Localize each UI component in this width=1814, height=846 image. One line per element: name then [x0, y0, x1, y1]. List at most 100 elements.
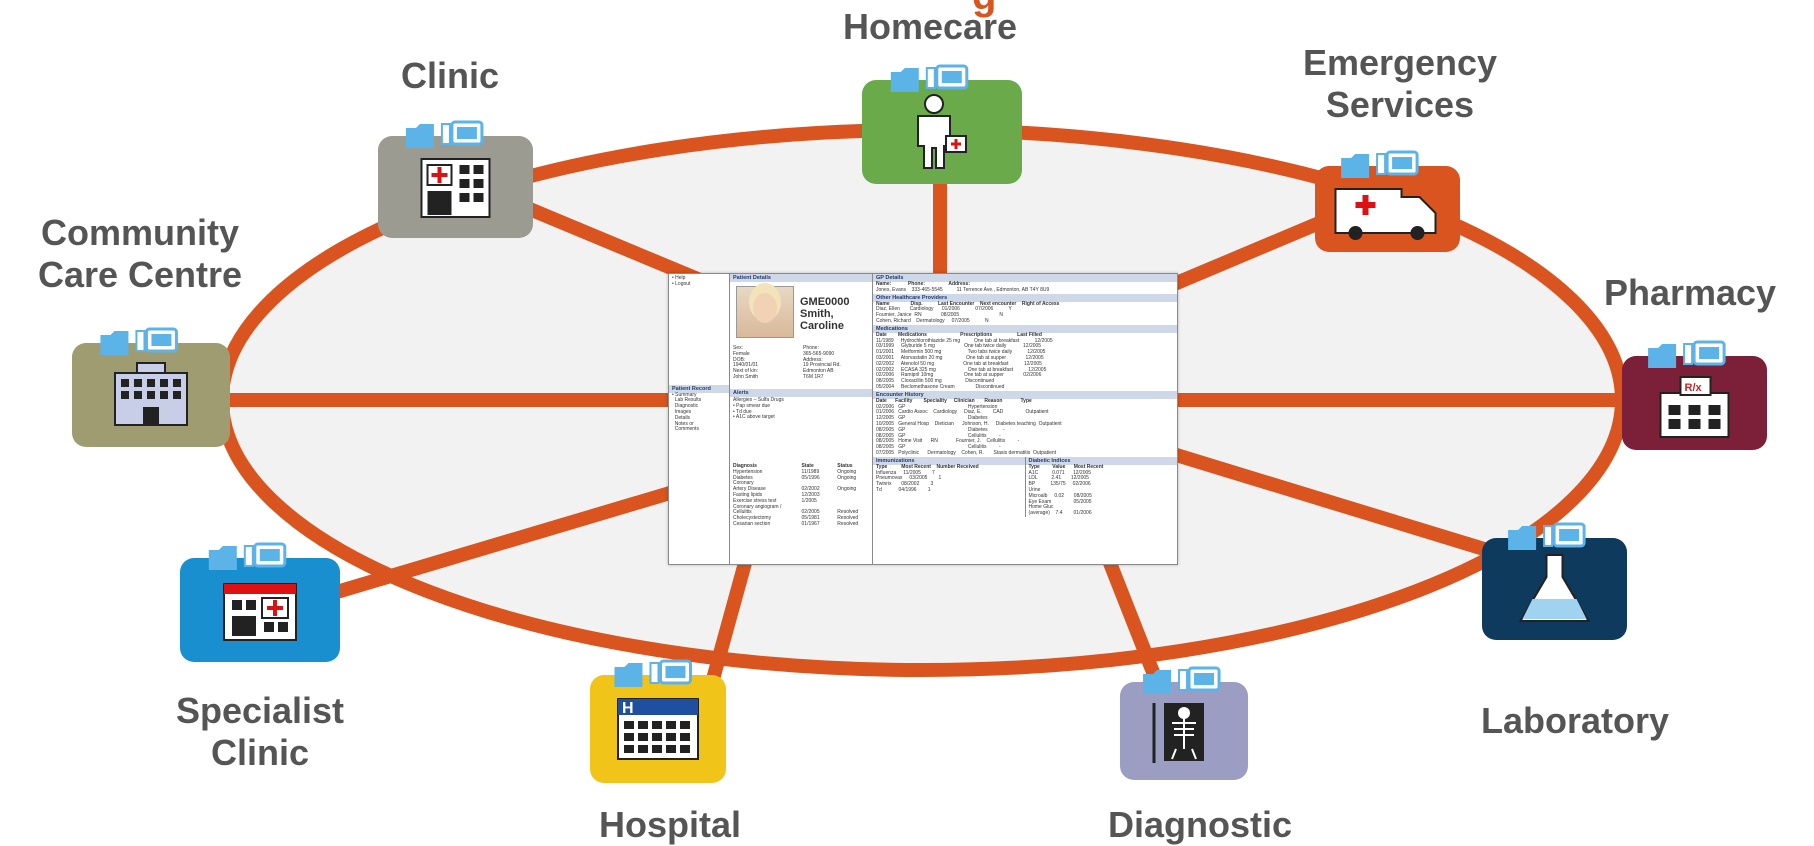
monitor-screen — [1699, 347, 1720, 359]
monitor-screen — [1194, 673, 1215, 685]
diagnosis-cell: 02/2005 — [801, 509, 820, 516]
diagnosis-cell: State — [801, 463, 814, 469]
demographic-line: Next of kin: — [733, 368, 759, 375]
folder-icon — [100, 331, 129, 355]
diabetic-row: Home Gluc — [1028, 504, 1054, 511]
diabetic-row: Microalb 0.02 08/2005 — [1028, 492, 1092, 499]
medication-row: 02/2002 Atenolol 50 mg One tab at breakf… — [876, 360, 1042, 367]
diagnosis-cell: Exercise stress test — [733, 497, 777, 504]
diagnosis-cell: Fasting lipids — [733, 491, 763, 498]
tile-diagnostic — [1120, 666, 1248, 780]
folder-icon — [1508, 526, 1537, 550]
ehr-alerts: Allergies – Sulfa Drugs• Pap smear due• … — [730, 397, 787, 421]
ehr-gp-header: GP Details — [873, 274, 1177, 282]
diagnosis-cell: Hypertension — [733, 468, 763, 475]
medication-row: 02/2006 Ramipril 10mg One tab at supper … — [876, 372, 1042, 379]
document-icon — [925, 67, 936, 89]
label-community: Community Care Centre — [37, 212, 243, 295]
ehr-record-nav-item: Lab Results — [672, 397, 702, 404]
diagnosis-cell: 05/1996 — [801, 474, 820, 481]
immunization-row: Type Most Recent Number Received — [876, 463, 979, 470]
monitor-screen — [941, 71, 962, 83]
demographic-line: DOB: — [733, 356, 746, 363]
ehr-providers: Name Disp. Last Encounter Next encounter… — [873, 301, 1177, 325]
immunization-row: Influenza 11/2005 7 — [876, 469, 935, 476]
diagnosis-cell: Cesarian section — [733, 520, 771, 527]
ehr-nav-logout[interactable]: • Logout — [672, 280, 691, 287]
encounter-row: 02/2006 GP Hypertension — [876, 403, 998, 410]
diagnosis-cell: Ongoing — [837, 468, 857, 475]
diagnosis-row: Coronary angiogram / — [730, 504, 872, 511]
ehr-nav-help[interactable]: • Help — [672, 275, 686, 281]
title-fragment: g — [972, 0, 996, 19]
ehr-record-nav-item: • Summary — [672, 391, 697, 398]
diabetic-row: BP 135/75 02/2006 — [1028, 481, 1091, 488]
medication-row: 01/2001 Metformin 500 mg Two tabs twice … — [876, 349, 1046, 356]
ehr-immunizations-header: Immunizations — [873, 456, 1025, 465]
diagnosis-cell: Status — [837, 463, 853, 469]
provider-row: Cohen, Richard Dermatology 07/2005 N — [876, 317, 989, 324]
diabetic-row: LDL 2.41 12/2005 — [1028, 475, 1089, 482]
monitor-screen — [1392, 157, 1413, 169]
document-icon — [243, 545, 254, 567]
monitor-screen — [456, 127, 477, 139]
ehr-record-nav-item: Comments — [672, 426, 699, 433]
alert-item: • Td due — [733, 408, 752, 415]
encounter-row: 07/2005 Polyclinic Dermatology Cohen, R.… — [876, 449, 1057, 456]
homecare-nurse-icon — [917, 94, 967, 169]
ehr-encounters: Date Facility Speciality Clinician Reaso… — [873, 398, 1177, 457]
spoke-clinic — [513, 198, 707, 287]
document-icon — [440, 123, 451, 145]
medication-row: 08/2005 Cloxacillin 500 mg Discontinued — [876, 378, 995, 385]
encounter-row: 08/2005 GP Cellulitis - — [876, 432, 1001, 439]
hospital-building-icon: H — [617, 698, 699, 760]
label-emergency: Emergency Services — [1302, 42, 1498, 125]
ehr-diabetic-header: Diabetic Indices — [1025, 456, 1177, 465]
medication-row: Date Medications Prescriptions Last Fill… — [876, 331, 1042, 338]
patient-photo — [736, 286, 794, 338]
diagnosis-cell: Ongoing — [837, 486, 857, 493]
label-diagnostic: Diagnostic — [1107, 804, 1293, 845]
document-icon — [1543, 525, 1554, 547]
diagnosis-row: Fasting lipids 12/2003 — [730, 491, 872, 499]
folder-icon — [1341, 154, 1370, 178]
diagnosis-cell: Cellulitis — [733, 509, 752, 516]
medication-row: 03/2001 Atorvastatin 20 mg One tab at su… — [876, 354, 1044, 361]
label-homecare: Homecare — [842, 6, 1018, 47]
immunization-row: Pneumovax 03/2005 1 — [876, 475, 942, 482]
svg-text:H: H — [622, 700, 634, 717]
medication-row: 03/1999 Glyburide 5 mg One tab twice dai… — [876, 343, 1042, 350]
facility-tiles: R/xH — [72, 64, 1767, 783]
provider-row: Fournier, Janice RN 08/2005 N — [876, 312, 1003, 319]
folder-icon — [208, 546, 237, 570]
ehr-details-column: GP Details Name: Phone: Address:Jones, E… — [873, 274, 1177, 564]
tile-community — [72, 327, 230, 447]
community-centre-icon — [114, 362, 188, 426]
tile-pharmacy: R/x — [1622, 340, 1767, 450]
diagnosis-cell: Coronary — [733, 480, 754, 487]
document-icon — [1178, 669, 1189, 691]
folder-icon — [614, 663, 643, 687]
label-specialist: Specialist Clinic — [175, 690, 345, 773]
tile-hospital: H — [590, 659, 726, 783]
document-icon — [649, 662, 660, 684]
diagnosis-cell: 12/2003 — [801, 491, 820, 498]
demographic-line: Female — [733, 350, 750, 357]
ehr-encounter-header: Encounter History — [873, 390, 1177, 399]
tile-clinic — [378, 120, 533, 238]
folder-icon — [1648, 344, 1677, 368]
diagnosis-cell: 11/1989 — [801, 468, 820, 475]
contact-line: T6M 1R7 — [803, 373, 824, 380]
ehr-record-nav-item: Details — [672, 414, 691, 421]
ehr-patient-column: Patient Details GME0000 Smith, Caroline … — [730, 274, 873, 564]
immunization-row: Twinrix 08/2002 3 — [876, 481, 934, 488]
encounter-row: 08/2005 GP Diabetes - — [876, 426, 1005, 433]
contact-line: Address: — [803, 356, 823, 363]
svg-text:R/x: R/x — [1685, 382, 1703, 394]
